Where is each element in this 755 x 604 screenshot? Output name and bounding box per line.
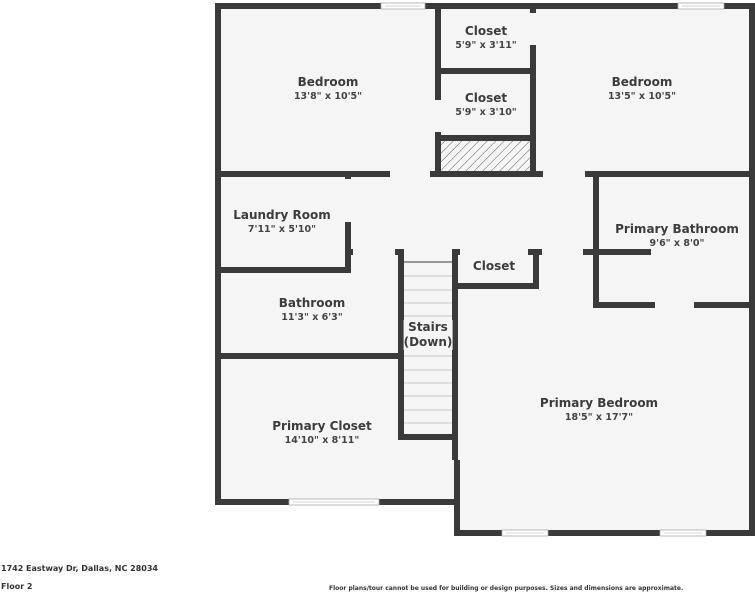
room-primary-closet: Primary Closet 14'10" x 8'11" [272, 419, 372, 447]
stairs-down: Stairs (Down) [403, 320, 453, 350]
room-laundry: Laundry Room 7'11" x 5'10" [233, 208, 331, 236]
room-bathroom: Bathroom 11'3" x 6'3" [279, 296, 345, 324]
room-dimensions: 9'6" x 8'0" [649, 238, 705, 249]
floor-label: Floor 2 [1, 582, 33, 591]
room-dimensions: 5'9" x 3'11" [455, 40, 517, 51]
stairs-direction: (Down) [403, 335, 453, 349]
room-hall-closet: Closet [473, 259, 515, 274]
room-dimensions: 5'9" x 3'10" [455, 107, 517, 118]
room-name: Primary Closet [272, 419, 372, 433]
room-name: Bathroom [278, 296, 346, 310]
room-dimensions: 7'11" x 5'10" [247, 224, 317, 235]
room-name: Bedroom [611, 75, 673, 89]
room-dimensions: 13'8" x 10'5" [293, 91, 363, 102]
disclaimer: Floor plans/tour cannot be used for buil… [329, 585, 684, 592]
room-dimensions: 11'3" x 6'3" [281, 312, 343, 323]
room-primary-bedroom: Primary Bedroom 18'5" x 17'7" [540, 396, 658, 424]
room-bedroom-2: Bedroom 13'5" x 10'5" [608, 75, 676, 103]
room-bedroom-1: Bedroom 13'8" x 10'5" [294, 75, 362, 103]
room-name: Laundry Room [233, 208, 331, 222]
property-address: 1742 Eastway Dr, Dallas, NC 28034 [1, 564, 158, 573]
room-closet-1: Closet 5'9" x 3'11" [455, 24, 517, 52]
room-dimensions: 18'5" x 17'7" [564, 412, 634, 423]
room-name: Stairs [408, 320, 448, 334]
room-primary-bathroom: Primary Bathroom 9'6" x 8'0" [615, 222, 739, 250]
room-name: Primary Bedroom [539, 396, 659, 410]
room-name: Bedroom [297, 75, 359, 89]
room-name: Closet [464, 91, 508, 105]
room-name: Closet [464, 24, 508, 38]
room-name: Primary Bathroom [615, 222, 739, 236]
room-closet-2: Closet 5'9" x 3'10" [455, 91, 517, 119]
room-dimensions: 14'10" x 8'11" [284, 435, 360, 446]
room-name: Closet [472, 259, 516, 273]
room-dimensions: 13'5" x 10'5" [607, 91, 677, 102]
